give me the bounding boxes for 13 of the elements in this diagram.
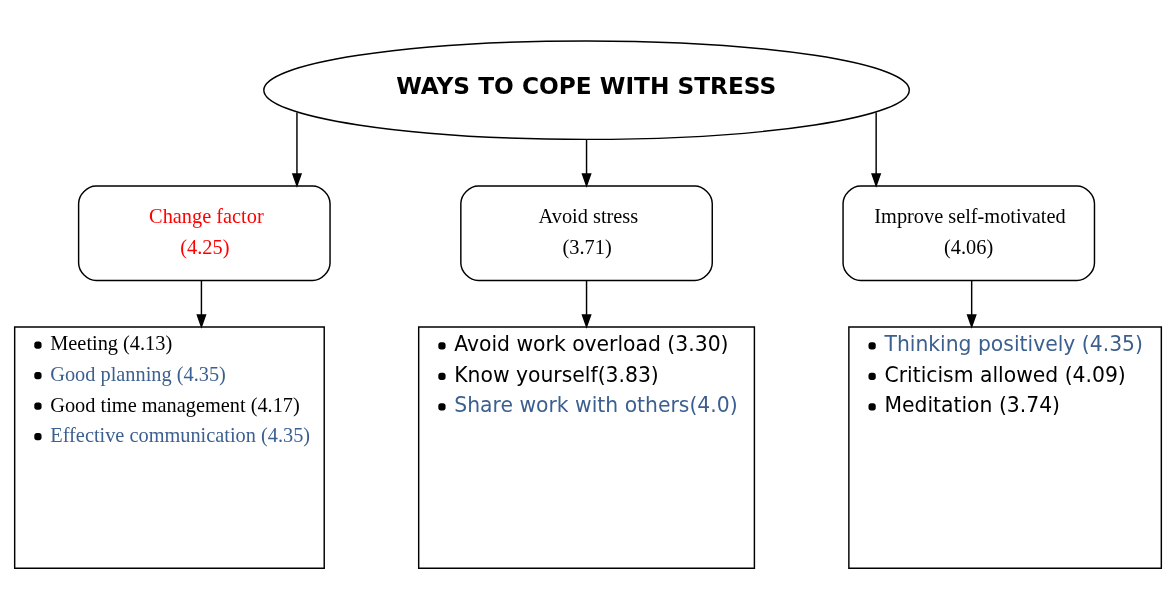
node-box: Improve self-motivated (4.06) xyxy=(842,184,1096,281)
arrow xyxy=(291,111,303,188)
node-box: Change factor (4.25) xyxy=(77,184,331,281)
arrow xyxy=(196,279,207,329)
arrow xyxy=(871,111,882,188)
node-ellipse: WAYS TO COPE WITH STRESS xyxy=(263,39,910,140)
arrow xyxy=(581,279,592,329)
arrow xyxy=(581,138,592,188)
node-box: Thinking positively (4.35) Criticism allowed (4.09) Meditation (3.74) xyxy=(848,325,1163,569)
node-box: Avoid work overload (3.30) Know yourself(3.83) Share work with others(4.0) xyxy=(417,325,756,569)
node-box: Avoid stress (3.71) xyxy=(460,184,713,281)
arrow xyxy=(966,279,977,329)
node-box: Meeting (4.13) Good planning (4.35) Good time management (4.17) Effective communication (4.35) xyxy=(13,325,325,569)
